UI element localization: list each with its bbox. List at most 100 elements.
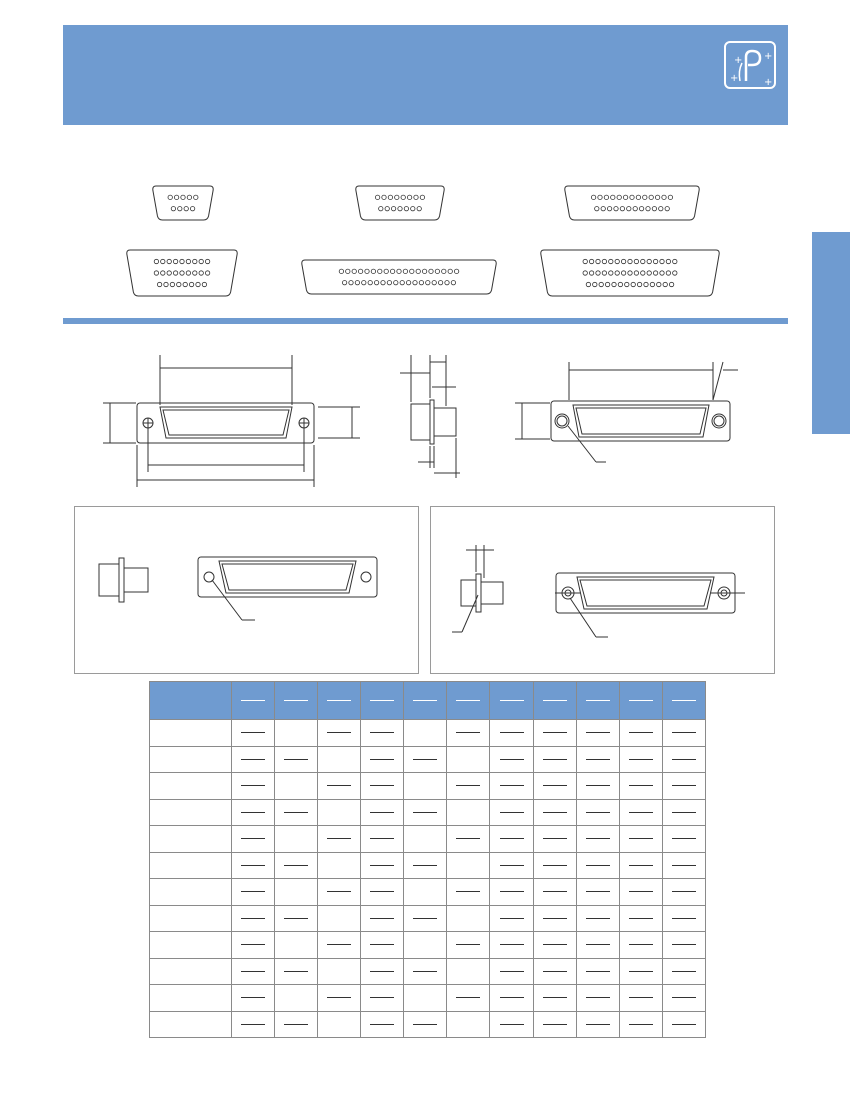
table-header-cell bbox=[575, 681, 620, 720]
table-cell bbox=[360, 904, 405, 932]
cell-dash bbox=[671, 838, 696, 840]
cell-dash bbox=[628, 838, 653, 840]
table-cell bbox=[446, 772, 491, 800]
contact-pin bbox=[600, 206, 606, 212]
table-cell bbox=[489, 1010, 534, 1038]
cell-dash bbox=[284, 758, 309, 760]
table-cell bbox=[532, 719, 577, 747]
contact-pin bbox=[441, 268, 447, 274]
cell-dash bbox=[671, 758, 696, 760]
cell-dash bbox=[413, 864, 438, 866]
table-cell bbox=[618, 825, 663, 853]
contact-pin bbox=[198, 258, 204, 265]
contact-pin bbox=[646, 258, 652, 265]
cell-dash bbox=[241, 944, 266, 946]
contact-pin bbox=[416, 206, 422, 212]
cell-dash bbox=[499, 917, 524, 919]
cell-dash bbox=[456, 944, 481, 946]
table-cell bbox=[532, 825, 577, 853]
table-cell bbox=[149, 878, 232, 906]
contact-pin bbox=[166, 270, 172, 276]
contact-pin bbox=[387, 194, 393, 200]
table-cell bbox=[317, 904, 362, 932]
header-dash bbox=[499, 699, 524, 701]
connector-face-6 bbox=[540, 249, 720, 297]
cell-dash bbox=[370, 944, 395, 946]
contact-pin bbox=[601, 258, 608, 265]
contact-pin bbox=[205, 258, 211, 265]
table-row bbox=[149, 984, 707, 1012]
contact-pin bbox=[437, 280, 444, 286]
table-cell bbox=[532, 745, 577, 773]
table-cell bbox=[403, 931, 448, 959]
table-cell bbox=[489, 984, 534, 1012]
contact-pin bbox=[646, 270, 652, 276]
contact-pin bbox=[447, 268, 453, 274]
table-body bbox=[149, 719, 707, 1038]
contact-pin bbox=[406, 194, 413, 200]
cell-dash bbox=[628, 864, 653, 866]
table-cell bbox=[149, 798, 232, 826]
cell-dash bbox=[327, 944, 352, 946]
table-cell bbox=[575, 798, 620, 826]
cell-dash bbox=[542, 997, 567, 999]
contact-pin bbox=[611, 281, 617, 288]
contact-pin bbox=[444, 280, 450, 286]
panel-right-front-view bbox=[555, 572, 745, 638]
table-cell bbox=[360, 825, 405, 853]
contact-pin bbox=[656, 281, 662, 288]
connector-face-3 bbox=[564, 185, 700, 221]
cell-dash bbox=[671, 785, 696, 787]
contact-pin bbox=[642, 194, 648, 200]
cell-dash bbox=[499, 758, 524, 760]
contact-pin bbox=[648, 194, 654, 200]
table-cell bbox=[532, 772, 577, 800]
table-cell bbox=[403, 904, 448, 932]
cell-dash bbox=[542, 758, 567, 760]
table-cell bbox=[230, 931, 276, 959]
table-cell bbox=[274, 878, 319, 906]
cell-dash bbox=[542, 917, 567, 919]
table-cell bbox=[532, 798, 577, 826]
contact-pin bbox=[610, 194, 616, 200]
contact-pin bbox=[409, 268, 415, 274]
cell-dash bbox=[628, 732, 653, 734]
front-view-drawing bbox=[103, 355, 360, 487]
cell-dash bbox=[456, 891, 481, 893]
contact-pin bbox=[595, 258, 601, 265]
table-cell bbox=[661, 1010, 707, 1038]
table-cell bbox=[661, 772, 707, 800]
contact-pin bbox=[582, 270, 588, 276]
pin-connector-logo-icon: + + + + bbox=[724, 41, 776, 89]
table-cell bbox=[274, 851, 319, 879]
contact-pin bbox=[183, 206, 189, 212]
table-row bbox=[149, 904, 707, 932]
cell-dash bbox=[456, 838, 481, 840]
contact-pin bbox=[195, 281, 201, 288]
table-cell bbox=[618, 851, 663, 879]
table-cell bbox=[618, 931, 663, 959]
contact-pin bbox=[665, 270, 672, 276]
contact-pin bbox=[633, 258, 640, 265]
connector-face-5 bbox=[301, 259, 497, 295]
table-cell bbox=[149, 957, 232, 985]
table-cell bbox=[446, 984, 491, 1012]
contact-pin bbox=[450, 280, 456, 286]
contact-pin bbox=[405, 280, 412, 286]
contact-pin bbox=[341, 280, 348, 286]
logo-glyph: + + + + bbox=[730, 49, 772, 88]
table-cell bbox=[489, 719, 534, 747]
table-cell bbox=[489, 957, 534, 985]
cell-dash bbox=[628, 970, 653, 972]
cell-dash bbox=[628, 1023, 653, 1025]
table-cell bbox=[274, 1010, 319, 1038]
contact-pin bbox=[205, 270, 211, 276]
contact-pin bbox=[192, 270, 198, 276]
table-header-cell bbox=[532, 681, 577, 720]
table-cell bbox=[274, 745, 319, 773]
cell-dash bbox=[585, 785, 610, 787]
table-cell bbox=[575, 772, 620, 800]
cell-dash bbox=[671, 970, 696, 972]
cell-dash bbox=[585, 944, 610, 946]
table-cell bbox=[274, 984, 319, 1012]
